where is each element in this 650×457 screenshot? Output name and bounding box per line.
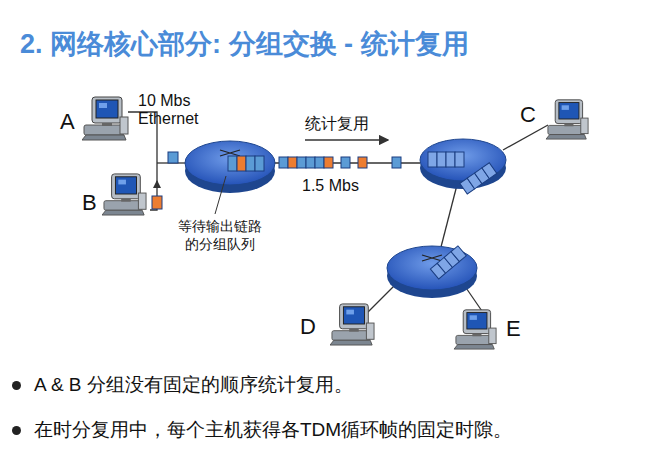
bullet-dot — [12, 381, 21, 390]
computer-icon — [82, 95, 130, 141]
bullet-text: A & B 分组没有固定的顺序统计复用。 — [34, 374, 634, 397]
host-computer: D — [330, 302, 376, 346]
multiplex-label: 统计复用 — [305, 114, 395, 133]
computer-icon — [102, 172, 148, 216]
host-label: A — [60, 109, 75, 135]
small-arrow — [157, 181, 158, 188]
link-rate-label: 10 Mbs Ethernet — [138, 92, 222, 127]
slide-title: 2. 网络核心部分: 分组交换 - 统计复用 — [20, 26, 469, 62]
bullet-text: 在时分复用中，每个主机获得各TDM循环帧的固定时隙。 — [34, 419, 644, 442]
queue-callout: 等待输出链路 的分组队列 — [170, 217, 270, 253]
router-queues — [428, 152, 497, 279]
host-label: B — [82, 190, 97, 216]
output-queue — [228, 156, 264, 171]
bullet-dot — [12, 426, 21, 435]
host-computer: C — [545, 98, 591, 140]
host-computer: A — [82, 95, 130, 141]
host-label: E — [506, 316, 521, 342]
computer-icon — [330, 302, 376, 346]
computer-icon — [545, 98, 591, 140]
leader-line — [215, 176, 226, 214]
link-rate-label: 1.5 Mbs — [302, 176, 382, 195]
flow-arrow — [305, 139, 388, 140]
computer-icon — [452, 308, 500, 350]
links — [128, 112, 548, 314]
host-label: C — [520, 102, 536, 128]
host-computer: E — [452, 308, 500, 350]
packets — [152, 152, 401, 209]
host-computer: B — [102, 172, 148, 216]
host-label: D — [300, 314, 316, 340]
